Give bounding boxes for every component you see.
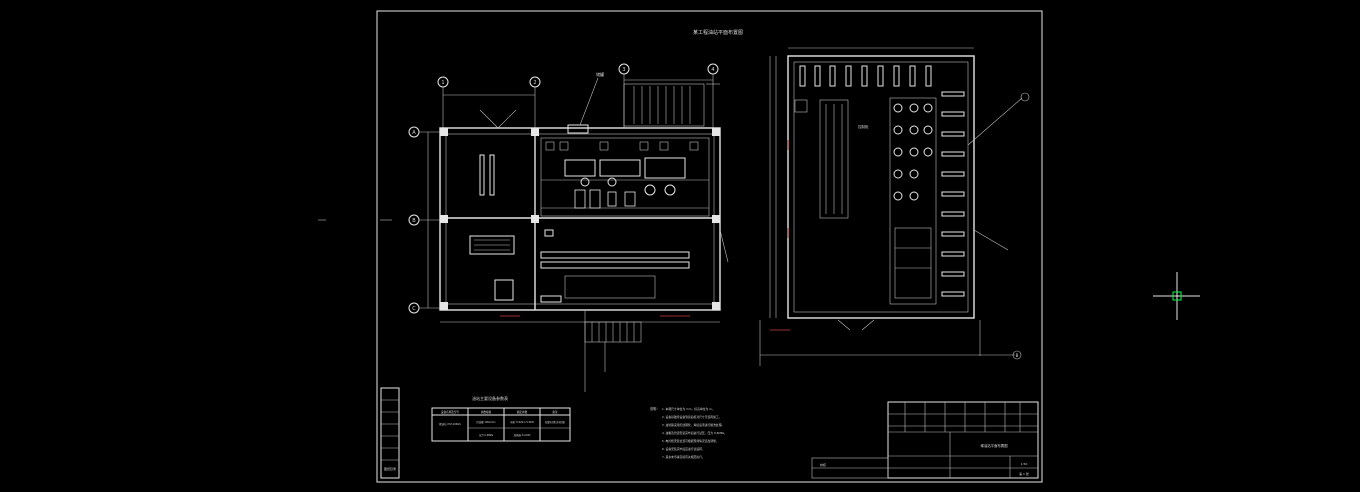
table-header-note: 备注	[552, 410, 558, 414]
axis-markers-top: 1 2 3 4	[437, 63, 719, 128]
note-line: 1. 本图尺寸单位为 mm，标高单位为 m。	[662, 407, 715, 411]
table-header-rating: 额定参数	[517, 410, 528, 414]
axis-marker-4: 4	[711, 67, 714, 73]
axis-marker-a: A	[412, 130, 416, 136]
table-cell: 配套电控柜见电控图	[545, 420, 565, 424]
equipment-table-caption: 油站主要设备参数表	[472, 395, 508, 401]
axis-marker-3: 3	[622, 67, 625, 73]
oil-station-equipment: 储罐	[540, 71, 710, 217]
table-cell: 稀油站 XYZ-100GS	[439, 422, 461, 426]
note-line: 4. 油箱及管道安装完毕后进行试压，压力 0.6MPa。	[662, 431, 727, 435]
axis-markers-left: A B C	[408, 126, 440, 314]
table-header-spec: 参数规格	[481, 410, 492, 414]
project-title: 稀油站平面布置图	[980, 443, 1008, 448]
table-header-name: 设备名称及型号	[441, 410, 460, 414]
right-floor-plan: 控制柜 B	[759, 47, 1030, 366]
axis-marker-right: B	[1016, 353, 1019, 358]
bottom-stamp-label: 校核	[820, 462, 826, 467]
note-line: 6. 设备安装完毕后应进行试运转。	[662, 447, 705, 451]
table-cell: 压力 0.4MPa	[479, 433, 494, 437]
axis-marker-1: 1	[441, 80, 444, 86]
general-notes: 说明： 1. 本图尺寸单位为 mm，标高单位为 m。 2. 设备基础待设备到货后…	[650, 406, 727, 459]
crosshair-cursor-icon[interactable]	[1153, 272, 1200, 320]
title-block: 稀油站平面布置图 1:50 第 1 张 校核	[811, 401, 1039, 479]
note-line: 2. 设备基础待设备到货后核对尺寸无误再施工。	[662, 415, 722, 419]
equipment-table: 油站主要设备参数表 设备名称及型号 参数规格 额定参数 备注 稀油站 XYZ-1…	[431, 395, 571, 442]
sheet-label: 第 1 张	[1019, 471, 1029, 476]
right-plan-tag: 控制柜	[858, 124, 869, 129]
note-line: 5. 电控柜安装位置可根据现场情况适当调整。	[662, 439, 719, 443]
notes-heading: 说明：	[650, 406, 660, 411]
table-cell: 加热器 3×2kW	[514, 433, 531, 437]
table-cell: 电机 Y132S-4 5.5kW	[510, 420, 534, 424]
scale-label: 1:50	[1021, 462, 1028, 466]
axis-marker-c: C	[412, 306, 416, 312]
left-plan-tag: 储罐	[596, 71, 604, 77]
note-line: 3. 油管路采用无缝钢管，焊接后须进行酸洗处理。	[662, 423, 724, 427]
axis-marker-b: B	[412, 218, 416, 224]
note-line: 7. 其余未尽事宜按有关规范执行。	[662, 455, 705, 459]
left-stamp-block: 图纸目录	[380, 387, 400, 479]
left-stamp-label: 图纸目录	[384, 466, 396, 471]
drawing-frame	[376, 10, 1043, 483]
left-floor-plan: 1 2 3 4 A B C	[408, 63, 729, 392]
axis-marker-2: 2	[533, 80, 536, 86]
table-cell: 供油量 100L/min	[476, 420, 496, 424]
drawing-title: 某工程油站平面布置图	[693, 29, 743, 36]
